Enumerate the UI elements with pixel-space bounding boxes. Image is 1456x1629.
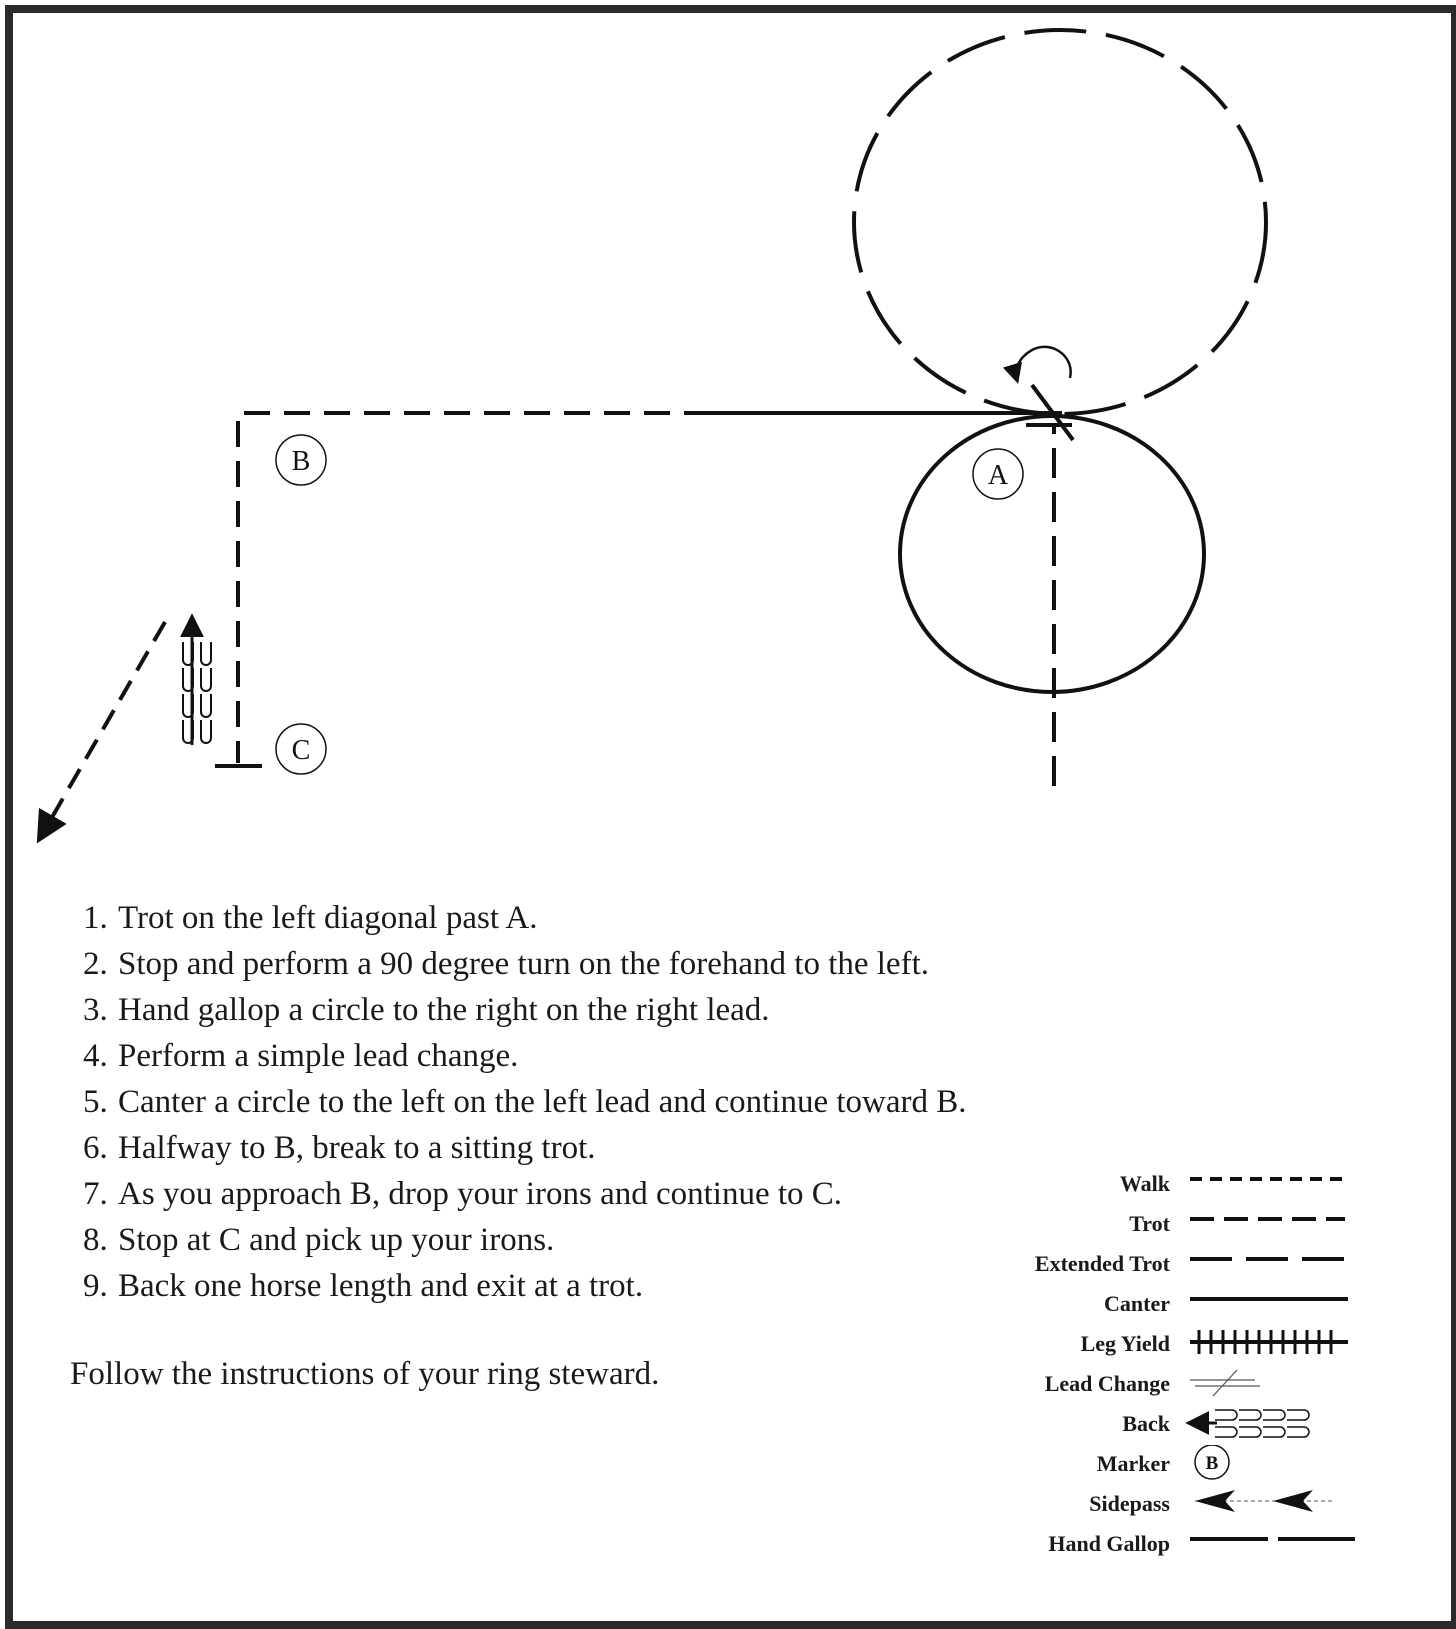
exit-trot-path [36, 620, 167, 844]
instruction-item: Perform a simple lead change. [116, 1033, 970, 1079]
back-swatch [1185, 1409, 1310, 1438]
marker-b-label: B [292, 446, 311, 477]
legend-label: Hand Gallop [1048, 1531, 1170, 1556]
steward-note: Follow the instructions of your ring ste… [70, 1356, 660, 1392]
leg-yield-swatch [1190, 1330, 1348, 1354]
legend-label: Sidepass [1089, 1491, 1170, 1516]
sidepass-swatch [1195, 1490, 1333, 1512]
legend-walk: Walk [985, 1168, 1385, 1208]
legend-lead-change: Lead Change [985, 1368, 1385, 1408]
instructions-panel: Trot on the left diagonal past A. Stop a… [70, 895, 970, 1397]
walk-swatch [1190, 1177, 1350, 1181]
legend-label: Back [1122, 1411, 1170, 1436]
marker-c-label: C [292, 735, 311, 766]
instruction-item: Halfway to B, break to a sitting trot. [116, 1125, 970, 1171]
instruction-item: Trot on the left diagonal past A. [116, 895, 970, 941]
instruction-list: Trot on the left diagonal past A. Stop a… [70, 895, 970, 1309]
instruction-item: Canter a circle to the left on the left … [116, 1079, 970, 1125]
canter-swatch [1190, 1297, 1348, 1301]
marker-c: C [275, 723, 327, 775]
legend-label: Leg Yield [1080, 1331, 1170, 1356]
legend: Walk Trot Extended Trot Canter Leg Yield [985, 1168, 1385, 1568]
instruction-item: As you approach B, drop your irons and c… [116, 1171, 970, 1217]
legend-leg-yield: Leg Yield [985, 1328, 1385, 1368]
lead-change-swatch [1190, 1369, 1260, 1397]
legend-label: Lead Change [1044, 1371, 1170, 1396]
legend-sidepass: Sidepass [985, 1488, 1385, 1528]
marker-swatch-label: B [1206, 1453, 1219, 1474]
legend-trot: Trot [985, 1208, 1385, 1248]
instruction-item: Stop and perform a 90 degree turn on the… [116, 941, 970, 987]
legend-label: Marker [1096, 1451, 1170, 1476]
turn-on-forehand-arrow [1002, 345, 1072, 384]
instruction-item: Back one horse length and exit at a trot… [116, 1263, 970, 1309]
instruction-item: Hand gallop a circle to the right on the… [116, 987, 970, 1033]
trot-swatch [1190, 1217, 1345, 1221]
instruction-item: Stop at C and pick up your irons. [116, 1217, 970, 1263]
marker-b: B [275, 434, 327, 486]
legend-hand-gallop: Hand Gallop [985, 1528, 1385, 1568]
legend-canter: Canter [985, 1288, 1385, 1328]
marker-a: A [972, 448, 1024, 500]
legend-label: Walk [1119, 1171, 1170, 1196]
marker-a-label: A [988, 460, 1009, 491]
legend-back: Back [985, 1408, 1385, 1448]
hand-gallop-circle [852, 28, 1268, 416]
legend-extended-trot: Extended Trot [985, 1248, 1385, 1288]
extended-trot-swatch [1190, 1257, 1345, 1261]
hand-gallop-swatch [1190, 1537, 1355, 1541]
legend-label: Trot [1129, 1211, 1170, 1236]
legend-label: Extended Trot [1034, 1251, 1170, 1276]
legend-marker: Marker B [985, 1445, 1385, 1488]
legend-label: Canter [1104, 1291, 1170, 1316]
sitting-trot-path [236, 411, 710, 763]
pattern-sheet [5, 5, 1456, 1629]
marker-swatch: B [1194, 1445, 1230, 1480]
back-pattern [180, 613, 212, 745]
